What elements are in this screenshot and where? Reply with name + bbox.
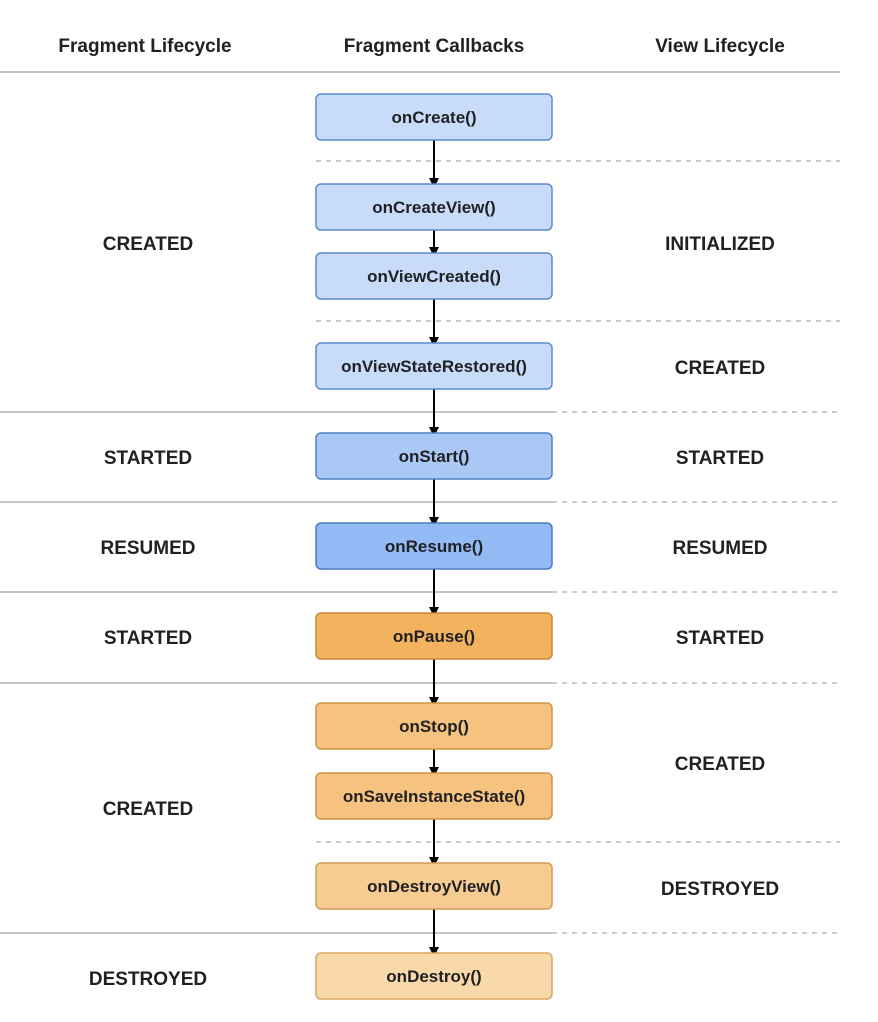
view-state-label: INITIALIZED — [665, 234, 775, 255]
callback-label: onDestroyView() — [367, 877, 501, 896]
callback-box: onResume() — [315, 522, 553, 570]
view-state-label: STARTED — [676, 448, 764, 469]
callback-label: onPause() — [393, 627, 475, 646]
callback-box: onSaveInstanceState() — [315, 772, 553, 820]
fragment-state-label: RESUMED — [100, 538, 195, 559]
callback-box-rect — [315, 612, 553, 660]
callback-box-rect — [315, 952, 553, 1000]
fragment-state-label: CREATED — [103, 234, 193, 255]
callback-box-rect — [315, 342, 553, 390]
callback-box-rect — [315, 522, 553, 570]
view-state-label: CREATED — [675, 358, 765, 379]
fragment-state-label: DESTROYED — [89, 969, 207, 990]
callback-label: onViewStateRestored() — [341, 357, 527, 376]
callback-box-rect — [315, 862, 553, 910]
fragment-state-label: CREATED — [103, 799, 193, 820]
callback-box-rect — [315, 702, 553, 750]
callback-box: onPause() — [315, 612, 553, 660]
view-state-label: RESUMED — [672, 538, 767, 559]
view-state-label: DESTROYED — [661, 879, 779, 900]
callback-box-rect — [315, 252, 553, 300]
callback-box: onDestroyView() — [315, 862, 553, 910]
state-labels: CREATED STARTED RESUMED STARTED CREATED DESTR… — [89, 234, 779, 990]
callback-label: onStart() — [399, 447, 470, 466]
callback-box: onStop() — [315, 702, 553, 750]
callback-box-rect — [315, 432, 553, 480]
fragment-state-label: STARTED — [104, 628, 192, 649]
callback-label: onResume() — [385, 537, 483, 556]
callback-label: onStop() — [399, 717, 469, 736]
callback-label: onDestroy() — [386, 967, 481, 986]
header-view-lifecycle: View Lifecycle — [655, 36, 785, 57]
callback-box: onViewStateRestored() — [315, 342, 553, 390]
callback-box: onCreateView() — [315, 183, 553, 231]
callback-boxes: onCreate() onCreateView() onViewCreated() o… — [315, 93, 553, 1000]
callback-box-rect — [315, 183, 553, 231]
header-fragment-lifecycle: Fragment Lifecycle — [58, 36, 232, 57]
callback-box-rect — [315, 772, 553, 820]
callback-label: onSaveInstanceState() — [343, 787, 525, 806]
callback-box: onStart() — [315, 432, 553, 480]
view-state-label: STARTED — [676, 628, 764, 649]
section-dividers — [0, 71, 840, 934]
callback-box: onCreate() — [315, 93, 553, 141]
header-fragment-callbacks: Fragment Callbacks — [343, 36, 525, 57]
callback-label: onCreate() — [391, 108, 476, 127]
callback-box: onDestroy() — [315, 952, 553, 1000]
callback-box: onViewCreated() — [315, 252, 553, 300]
callback-label: onCreateView() — [372, 198, 495, 217]
view-state-label: CREATED — [675, 754, 765, 775]
callback-box-rect — [315, 93, 553, 141]
callback-label: onViewCreated() — [367, 267, 501, 286]
fragment-state-label: STARTED — [104, 448, 192, 469]
